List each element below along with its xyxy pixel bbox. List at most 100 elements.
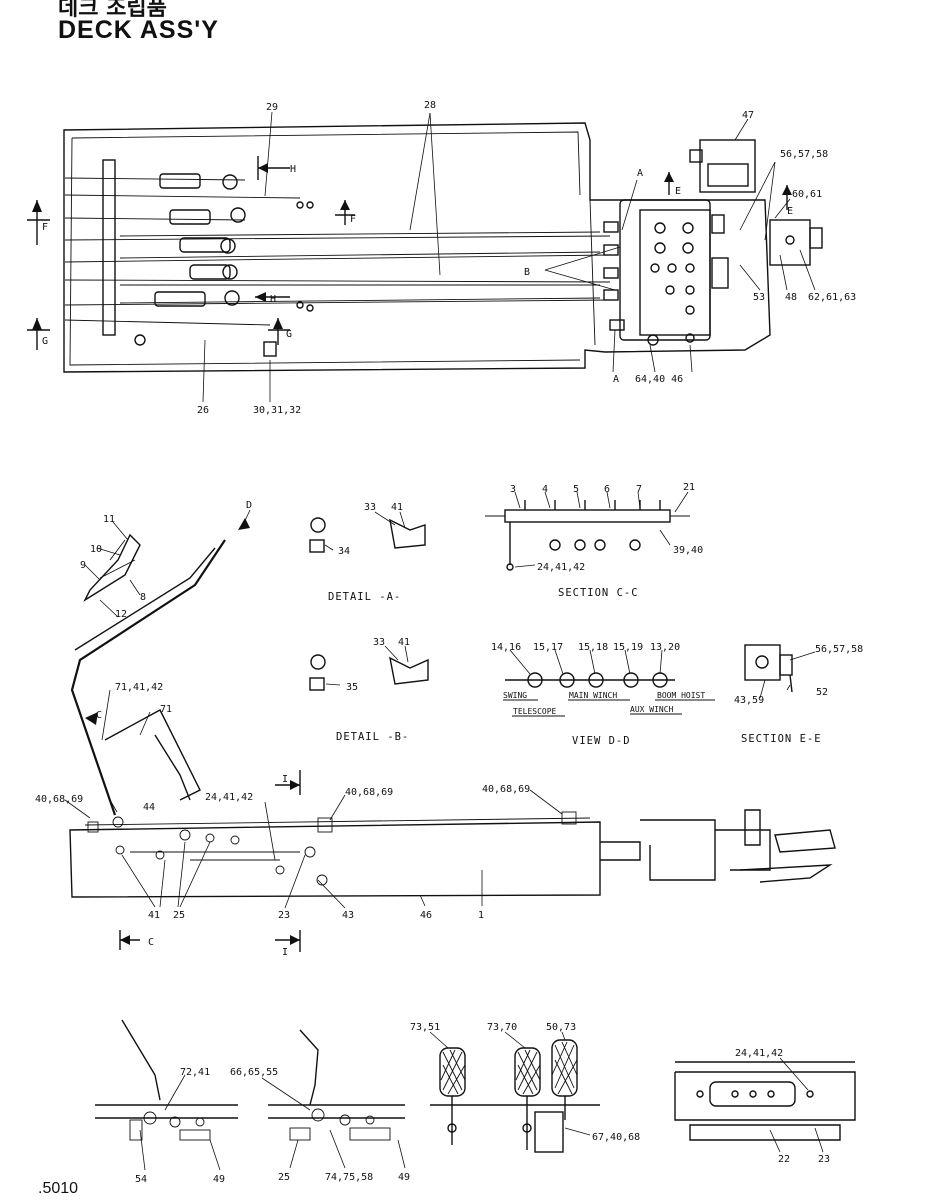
- callout-d: D: [246, 500, 252, 511]
- callout-40-68-69-right: 40,68,69: [482, 784, 530, 795]
- callout-24-41-42-cc: 24,41,42: [537, 562, 585, 573]
- side-elevation-view: [64, 539, 836, 952]
- callout-24-41-42-side: 24,41,42: [205, 792, 253, 803]
- callouts-top: 29 28 47 56,57,58 60,61 E E A A B 53 48 …: [42, 100, 856, 416]
- label-telescope: TELESCOPE: [513, 707, 557, 716]
- view-dd-figure: [503, 649, 715, 717]
- callout-47: 47: [742, 110, 754, 121]
- callout-8: 8: [140, 592, 146, 603]
- callout-f-mid: F: [350, 214, 356, 225]
- callout-35: 35: [346, 682, 358, 693]
- callout-41: 41: [148, 910, 160, 921]
- callout-a-top: A: [637, 168, 643, 179]
- callout-28: 28: [424, 100, 436, 111]
- section-cc-figure: [485, 491, 690, 571]
- title-hangul: 데크 조립품: [58, 0, 167, 21]
- callout-34: 34: [338, 546, 350, 557]
- callout-cc-5: 5: [573, 484, 579, 495]
- callout-73-51: 73,51: [410, 1022, 440, 1033]
- callout-11: 11: [103, 514, 115, 525]
- callout-56-57-58: 56,57,58: [780, 149, 828, 160]
- callout-39-40: 39,40: [673, 545, 703, 556]
- callout-50-73: 50,73: [546, 1022, 576, 1033]
- callout-15-18: 15,18: [578, 642, 608, 653]
- label-swing: SWING: [503, 691, 527, 700]
- callout-54: 54: [135, 1174, 147, 1185]
- callout-30-31-32: 30,31,32: [253, 405, 301, 416]
- callout-71: 71: [160, 704, 172, 715]
- callouts-section-ee: 56,57,58 43,59 52 SECTION E-E: [734, 644, 863, 745]
- callout-25: 25: [173, 910, 185, 921]
- view-dd-label: VIEW D-D: [572, 735, 631, 747]
- callout-i-upper: I: [282, 774, 288, 785]
- callout-26: 26: [197, 405, 209, 416]
- callout-72-41: 72,41: [180, 1067, 210, 1078]
- page-number: .5010: [38, 1180, 79, 1197]
- callout-g-mid: G: [286, 329, 292, 340]
- callout-h-top: H: [290, 164, 296, 175]
- callout-56-57-58-ee: 56,57,58: [815, 644, 863, 655]
- callout-66-65-55: 66,65,55: [230, 1067, 278, 1078]
- callout-25-bottom: 25: [278, 1172, 290, 1183]
- callout-67-40-68: 67,40,68: [592, 1132, 640, 1143]
- label-boom-hoist: BOOM HOIST: [657, 691, 705, 700]
- callout-23: 23: [278, 910, 290, 921]
- callout-41-a: 41: [391, 502, 403, 513]
- callout-cc-6: 6: [604, 484, 610, 495]
- callout-cc-4: 4: [542, 484, 548, 495]
- detail-a-label: DETAIL -A-: [328, 591, 401, 603]
- callout-71-41-42: 71,41,42: [115, 682, 163, 693]
- callout-14-16: 14,16: [491, 642, 521, 653]
- label-main-winch: MAIN WINCH: [569, 691, 617, 700]
- callout-29: 29: [266, 102, 278, 113]
- callout-73-70: 73,70: [487, 1022, 517, 1033]
- section-ee-figure: [744, 644, 816, 699]
- callout-62-61-63: 62,61,63: [808, 292, 856, 303]
- page-title: DECK ASS'Y: [58, 16, 219, 44]
- callout-13-20: 13,20: [650, 642, 680, 653]
- callout-43-59: 43,59: [734, 695, 764, 706]
- callout-1: 1: [478, 910, 484, 921]
- callout-i-lower: I: [282, 947, 288, 958]
- callout-e-right: E: [787, 206, 793, 217]
- callout-c-lower: C: [148, 937, 154, 948]
- callout-49-a: 49: [213, 1174, 225, 1185]
- callout-33-b: 33: [373, 637, 385, 648]
- callout-a-bottom: A: [613, 374, 619, 385]
- callout-60-61: 60,61: [792, 189, 822, 200]
- bottom-details: [95, 1019, 856, 1171]
- callout-46: 46: [420, 910, 432, 921]
- callout-22: 22: [778, 1154, 790, 1165]
- detail-a-figure: [309, 511, 426, 553]
- callouts-side: 71,41,42 71 C 40,68,69 44 24,41,42 40,68…: [35, 682, 530, 958]
- callout-52: 52: [816, 687, 828, 698]
- callout-53: 53: [753, 292, 765, 303]
- callout-h-mid: H: [270, 294, 276, 305]
- callout-40-68-69-mid: 40,68,69: [345, 787, 393, 798]
- deck-plan-view: [63, 122, 823, 373]
- callouts-detail-a: 33 41 34 DETAIL -A-: [328, 502, 403, 603]
- callout-43: 43: [342, 910, 354, 921]
- lever-detail: [83, 509, 251, 618]
- callout-23-bottom: 23: [818, 1154, 830, 1165]
- callouts-lever: D 11 10 9 8 12: [80, 500, 252, 620]
- section-cc-label: SECTION C-C: [558, 587, 639, 599]
- callout-24-41-42-bottom: 24,41,42: [735, 1048, 783, 1059]
- detail-b-label: DETAIL -B-: [336, 731, 409, 743]
- detail-b-figure: [309, 645, 429, 691]
- callout-9: 9: [80, 560, 86, 571]
- callout-64-40-46: 64,40 46: [635, 374, 683, 385]
- callout-41-b: 41: [398, 637, 410, 648]
- callout-b: B: [524, 267, 530, 278]
- label-aux-winch: AUX WINCH: [630, 705, 674, 714]
- callout-74-75-58: 74,75,58: [325, 1172, 373, 1183]
- callout-44: 44: [143, 802, 155, 813]
- callout-c-upper: C: [96, 710, 102, 721]
- callout-33-a: 33: [364, 502, 376, 513]
- callout-f-left: F: [42, 222, 48, 233]
- section-ee-label: SECTION E-E: [741, 733, 822, 745]
- callouts-section-cc: 3 4 5 6 7 21 39,40 24,41,42 SECTION C-C: [510, 482, 703, 599]
- callout-48: 48: [785, 292, 797, 303]
- callout-cc-3: 3: [510, 484, 516, 495]
